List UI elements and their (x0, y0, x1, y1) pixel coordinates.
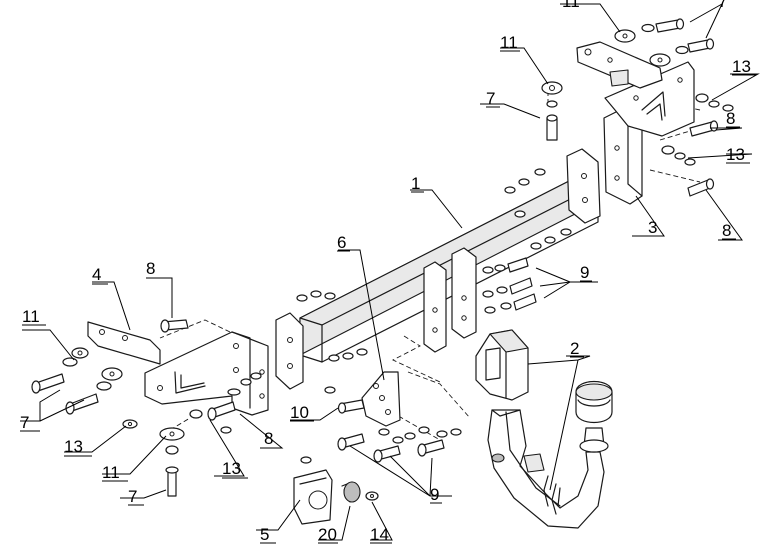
label-part-2: 2 (570, 339, 579, 358)
tow-ball (575, 380, 613, 453)
right-side-bracket (576, 41, 695, 205)
label-part-5: 5 (260, 525, 269, 544)
ball-mount-housing (475, 329, 529, 401)
spring (341, 481, 361, 503)
label-part-9-lower: 9 (430, 485, 439, 504)
label-part-11-left-bottom: 11 (102, 463, 120, 482)
locking-nut (365, 491, 379, 501)
label-part-20: 20 (318, 525, 337, 544)
label-part-7-left-bottom: 7 (128, 487, 137, 506)
label-part-13-left-lower: 13 (222, 459, 241, 478)
leader-lines (20, 3, 760, 541)
label-part-8-right-top: 8 (726, 109, 735, 128)
label-part-14: 14 (370, 525, 389, 544)
label-part-7-right: 7 (718, 0, 727, 11)
label-part-11-center: 11 (500, 33, 518, 52)
label-part-11-left-top: 11 (22, 307, 40, 326)
label-part-6: 6 (337, 233, 346, 252)
label-part-11-right: 11 (562, 0, 580, 11)
lower-bolt-group (337, 426, 462, 463)
socket-holder-bracket (293, 456, 333, 525)
label-part-7-left-top: 7 (20, 413, 29, 432)
label-part-1: 1 (411, 174, 420, 193)
label-part-13-right-top: 13 (732, 57, 751, 76)
label-part-13-left: 13 (64, 437, 83, 456)
label-part-9-upper: 9 (580, 263, 589, 282)
part-labels: 1 2 3 4 5 6 7 7 7 7 8 8 8 8 9 9 10 11 11… (20, 0, 751, 544)
left-bracket-fasteners (31, 319, 262, 497)
label-part-3: 3 (648, 218, 657, 237)
label-part-8-left: 8 (146, 259, 155, 278)
label-part-8-left-lower: 8 (264, 429, 273, 448)
crossbar-left-end-plate (275, 312, 304, 390)
label-part-4: 4 (92, 265, 101, 284)
label-part-7-center: 7 (486, 89, 495, 108)
label-part-8-right-bottom: 8 (722, 221, 731, 240)
main-crossbar (299, 177, 599, 363)
label-part-10: 10 (290, 403, 309, 422)
crossbar-fasteners (296, 168, 572, 394)
label-underlines (20, 50, 756, 544)
label-part-13-right-bottom: 13 (726, 145, 745, 164)
crossbar-right-end-plate (566, 148, 601, 224)
socket-plate (337, 371, 401, 427)
center-mounting-plates (423, 247, 477, 353)
ball-neck (487, 409, 605, 529)
